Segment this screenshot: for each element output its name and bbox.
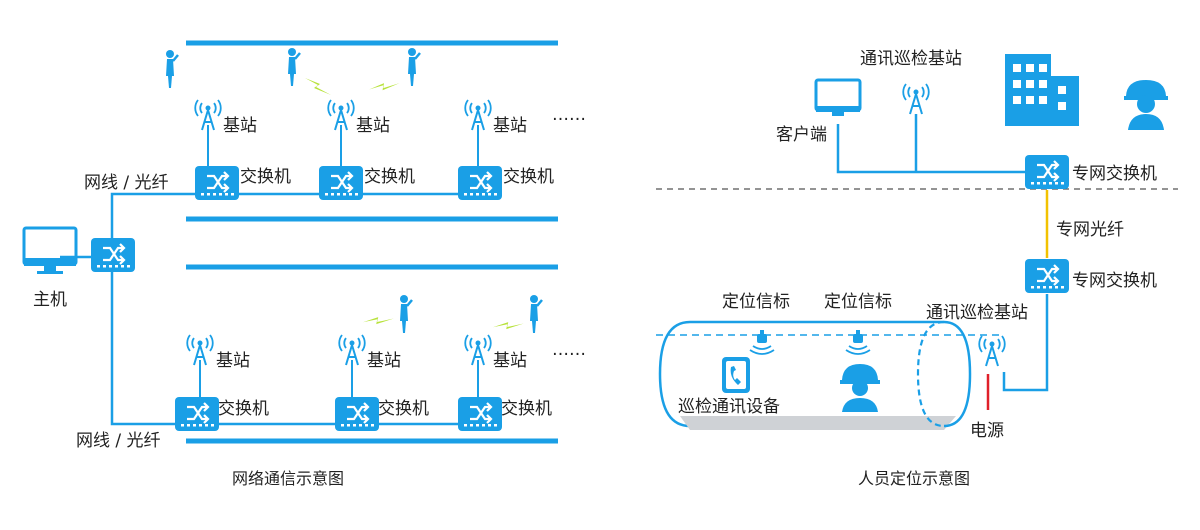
- beacon-label-1: 定位信标: [722, 292, 790, 312]
- person-icon: [398, 293, 414, 335]
- switch-label: 交换机: [501, 399, 552, 419]
- client-label: 客户端: [776, 125, 827, 145]
- inspection-device-label: 巡检通讯设备: [678, 397, 780, 417]
- switch-label: 交换机: [240, 167, 291, 187]
- signal-bolt-icon: [305, 78, 331, 95]
- tunnel-link: [1002, 294, 1049, 392]
- bottom-station-3: 基站 交换机: [456, 334, 552, 433]
- network-diagram: 主机 网线 / 光纤 网线 / 光纤 基站 交换机 基站 交换机 基站 交换机: [22, 40, 586, 488]
- ellipsis-bottom: ……: [552, 340, 586, 360]
- cable-label-top: 网线 / 光纤: [84, 173, 169, 193]
- antenna-icon: [978, 335, 1006, 367]
- switch-label: 交换机: [503, 167, 554, 187]
- switch-label: 交换机: [364, 167, 415, 187]
- top-station-3: 基站 交换机: [456, 99, 554, 202]
- switch-icon: [333, 395, 381, 433]
- private-switch-bottom-icon: [1023, 257, 1071, 295]
- switch-icon: [173, 395, 221, 433]
- person-icon: [164, 48, 180, 90]
- beacon-icon: [845, 329, 871, 355]
- tunnel-worker-icon: [840, 364, 880, 412]
- tunnel: [656, 320, 1002, 430]
- base-station-label: 基站: [493, 351, 527, 371]
- client-monitor-icon: [814, 78, 862, 116]
- private-fiber-label: 专网光纤: [1056, 220, 1124, 240]
- base-station-label: 基站: [356, 116, 390, 136]
- host-label: 主机: [33, 290, 67, 310]
- core-switch-icon: [89, 236, 137, 274]
- person-icon: [406, 46, 422, 88]
- positioning-caption: 人员定位示意图: [858, 469, 970, 488]
- base-station-label: 基站: [216, 351, 250, 371]
- switch-icon: [456, 164, 504, 202]
- beacon-label-2: 定位信标: [824, 292, 892, 312]
- positioning-diagram: 通讯巡检基站 客户端: [656, 49, 1178, 488]
- antenna-icon: [902, 83, 930, 115]
- cable-top: [110, 192, 500, 240]
- top-station-2: 基站 交换机: [317, 99, 415, 202]
- switch-icon: [456, 395, 504, 433]
- network-caption: 网络通信示意图: [232, 469, 344, 488]
- signal-bolt-icon: [369, 71, 400, 102]
- base-station-label: 基站: [493, 116, 527, 136]
- cable-label-bottom: 网线 / 光纤: [76, 431, 161, 451]
- switch-icon: [317, 164, 365, 202]
- cable-bottom: [110, 272, 500, 426]
- power-label: 电源: [970, 421, 1004, 441]
- person-icon: [286, 46, 302, 88]
- signal-bolt-icon: [362, 305, 394, 336]
- switch-icon: [193, 164, 241, 202]
- monitor-icon: [22, 226, 78, 274]
- top-station-1: 基站 交换机: [193, 99, 291, 202]
- building-icon: [1005, 54, 1079, 126]
- signal-bolt-icon: [492, 310, 524, 341]
- bottom-station-2: 基站 交换机: [333, 334, 429, 433]
- inspection-station-tunnel-label: 通讯巡检基站: [926, 303, 1028, 323]
- person-icon: [528, 293, 544, 335]
- beacon-icon: [749, 329, 775, 355]
- switch-label: 交换机: [218, 399, 269, 419]
- switch-label: 交换机: [378, 399, 429, 419]
- private-switch-top-icon: [1023, 153, 1071, 191]
- worker-icon: [1124, 80, 1168, 130]
- inspection-device-icon: [722, 357, 750, 393]
- base-station-label: 基站: [367, 351, 401, 371]
- private-switch-bottom-label: 专网交换机: [1072, 271, 1157, 291]
- private-switch-top-label: 专网交换机: [1072, 164, 1157, 184]
- base-station-label: 基站: [223, 116, 257, 136]
- ellipsis-top: ……: [552, 105, 586, 125]
- client-link: [836, 124, 1026, 174]
- bottom-station-1: 基站 交换机: [173, 334, 269, 433]
- inspection-station-top-label: 通讯巡检基站: [860, 49, 962, 69]
